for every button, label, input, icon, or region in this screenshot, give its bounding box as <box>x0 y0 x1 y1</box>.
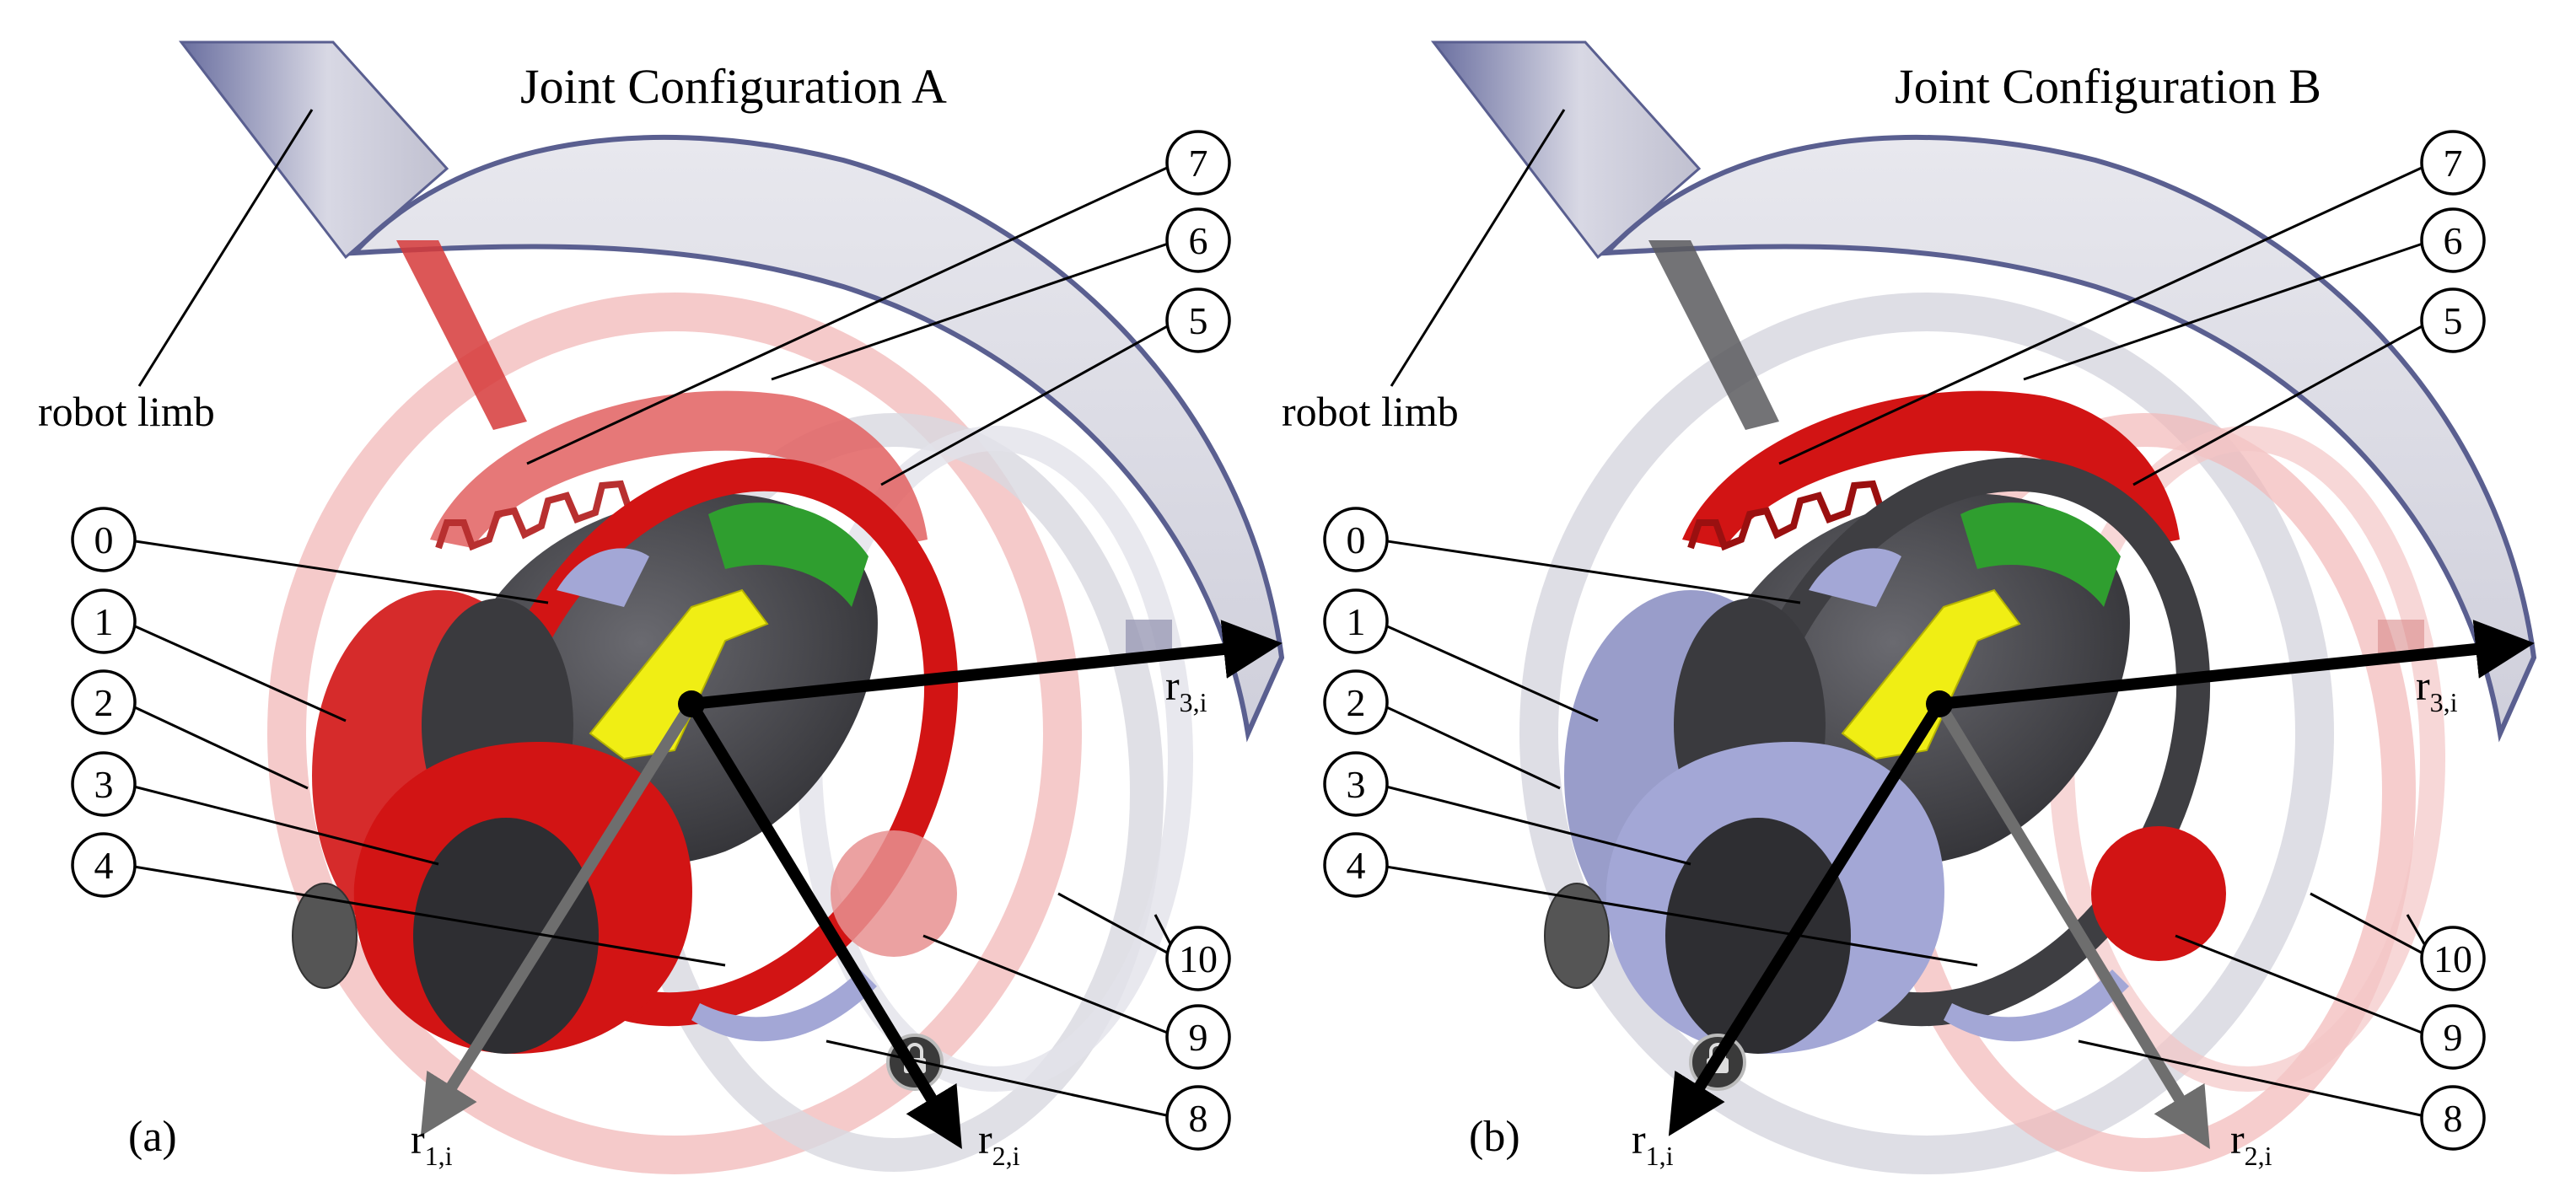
callout-3-a: 3 <box>71 751 137 817</box>
lavender-gear <box>691 969 877 1042</box>
svg-text:5: 5 <box>2444 299 2463 342</box>
callout-7-a: 7 <box>1165 130 1231 196</box>
svg-text:6: 6 <box>2444 219 2463 262</box>
svg-text:4: 4 <box>1347 844 1366 887</box>
callout-6-b: 6 <box>2420 207 2486 273</box>
callout-4-b: 4 <box>1323 832 1389 898</box>
green-gear <box>1960 502 2121 607</box>
bottom-dark-hub <box>1665 818 1851 1054</box>
vectors-b <box>1668 620 2535 1149</box>
lavender-gear <box>1944 969 2129 1042</box>
callout-6-a: 6 <box>1165 207 1231 273</box>
callout-5-a: 5 <box>1165 287 1231 353</box>
callout-8-b: 8 <box>2420 1085 2486 1151</box>
callout-2-a: 2 <box>71 669 137 735</box>
dark-shaft <box>1648 240 1779 430</box>
lavender-top-gear <box>1809 548 1901 607</box>
yellow-part <box>1841 588 2021 760</box>
vector-r2-a <box>686 701 962 1149</box>
vector-label-r3-a: r3,i <box>1165 662 1207 717</box>
red-shaft <box>396 240 527 430</box>
callout-7-b: 7 <box>2420 130 2486 196</box>
panel-b: 0 1 2 3 4 5 6 7 8 9 10 Joint Configurati… <box>1282 40 2537 1174</box>
vector-label-r2-b: r2,i <box>2230 1115 2272 1171</box>
mechanism-illustration-b <box>1430 40 2537 1174</box>
panel-title-b: Joint Configuration B <box>1895 59 2321 114</box>
vector-origin-a <box>678 690 705 717</box>
mechanism-illustration-a <box>178 40 1285 1174</box>
vector-r3-b <box>1939 620 2535 710</box>
pink-gear-right <box>831 830 957 957</box>
leaders-b <box>1375 109 2434 1120</box>
callouts-b: 0 1 2 3 4 5 6 7 8 9 10 <box>1323 130 2486 1151</box>
svg-text:9: 9 <box>1189 1016 1208 1059</box>
callout-10-a: 10 <box>1165 926 1231 991</box>
vector-r3-a <box>691 620 1283 710</box>
callout-2-b: 2 <box>1323 669 1389 735</box>
svg-text:2: 2 <box>94 681 114 724</box>
bottom-dark-hub <box>413 818 599 1054</box>
robot-limb-shape <box>1430 40 1702 260</box>
vector-label-r1-b: r1,i <box>1632 1115 1674 1171</box>
callout-9-a: 9 <box>1165 1004 1231 1070</box>
robot-limb-shape <box>178 40 449 260</box>
callout-1-a: 1 <box>71 588 137 654</box>
callout-3-b: 3 <box>1323 751 1389 817</box>
callout-1-b: 1 <box>1323 588 1389 654</box>
vector-r2-b <box>1934 701 2210 1149</box>
svg-text:10: 10 <box>2433 937 2472 980</box>
svg-text:8: 8 <box>1189 1097 1208 1140</box>
upper-bevel-gear <box>1682 390 2180 548</box>
callout-9-b: 9 <box>2420 1004 2486 1070</box>
panel-a: 0 1 2 3 4 5 6 7 8 9 10 Joint Configurati… <box>38 40 1285 1174</box>
upper-bevel-gear <box>430 390 928 548</box>
panel-title-a: Joint Configuration A <box>520 59 947 114</box>
vector-label-r3-b: r3,i <box>2416 662 2458 717</box>
callouts-a: 0 1 2 3 4 5 6 7 8 9 10 <box>71 130 1231 1151</box>
upper-gear-teeth <box>435 480 632 551</box>
svg-text:5: 5 <box>1189 299 1208 342</box>
red-gear-right <box>2091 826 2226 961</box>
svg-text:10: 10 <box>1179 937 1218 980</box>
svg-text:1: 1 <box>94 600 114 643</box>
lavender-top-gear <box>557 548 649 607</box>
leaders-a <box>123 109 1180 1120</box>
vector-label-r2-a: r2,i <box>978 1115 1020 1171</box>
svg-text:3: 3 <box>1347 763 1366 806</box>
svg-text:7: 7 <box>2444 142 2463 185</box>
callout-8-a: 8 <box>1165 1085 1231 1151</box>
vector-r1-a <box>420 701 696 1136</box>
callout-0-a: 0 <box>71 507 137 572</box>
grey-cylinder <box>292 883 358 989</box>
vector-origin-b <box>1926 690 1953 717</box>
callout-5-b: 5 <box>2420 287 2486 353</box>
callout-4-a: 4 <box>71 832 137 898</box>
svg-text:0: 0 <box>1347 518 1366 561</box>
panel-sublabel-a: (a) <box>128 1113 177 1161</box>
faded-ring-outer <box>1519 293 2334 1174</box>
svg-text:2: 2 <box>1347 681 1366 724</box>
green-gear <box>708 502 869 607</box>
faded-ring-outer <box>267 293 1082 1174</box>
svg-text:6: 6 <box>1189 219 1208 262</box>
svg-text:1: 1 <box>1347 600 1366 643</box>
vector-r1-b <box>1668 701 1944 1136</box>
svg-text:0: 0 <box>94 518 114 561</box>
vector-label-r1-a: r1,i <box>411 1115 453 1171</box>
svg-text:4: 4 <box>94 844 114 887</box>
callout-0-b: 0 <box>1323 507 1389 572</box>
vectors-a <box>420 620 1283 1149</box>
svg-text:9: 9 <box>2444 1016 2463 1059</box>
grey-cylinder <box>1544 883 1610 989</box>
svg-text:8: 8 <box>2444 1097 2463 1140</box>
panel-sublabel-b: (b) <box>1469 1113 1520 1161</box>
robot-limb-label-b: robot limb <box>1282 388 1459 435</box>
svg-text:3: 3 <box>94 763 114 806</box>
upper-gear-teeth <box>1687 480 1885 551</box>
callout-10-b: 10 <box>2420 926 2486 991</box>
robot-limb-label-a: robot limb <box>38 388 215 435</box>
svg-text:7: 7 <box>1189 142 1208 185</box>
